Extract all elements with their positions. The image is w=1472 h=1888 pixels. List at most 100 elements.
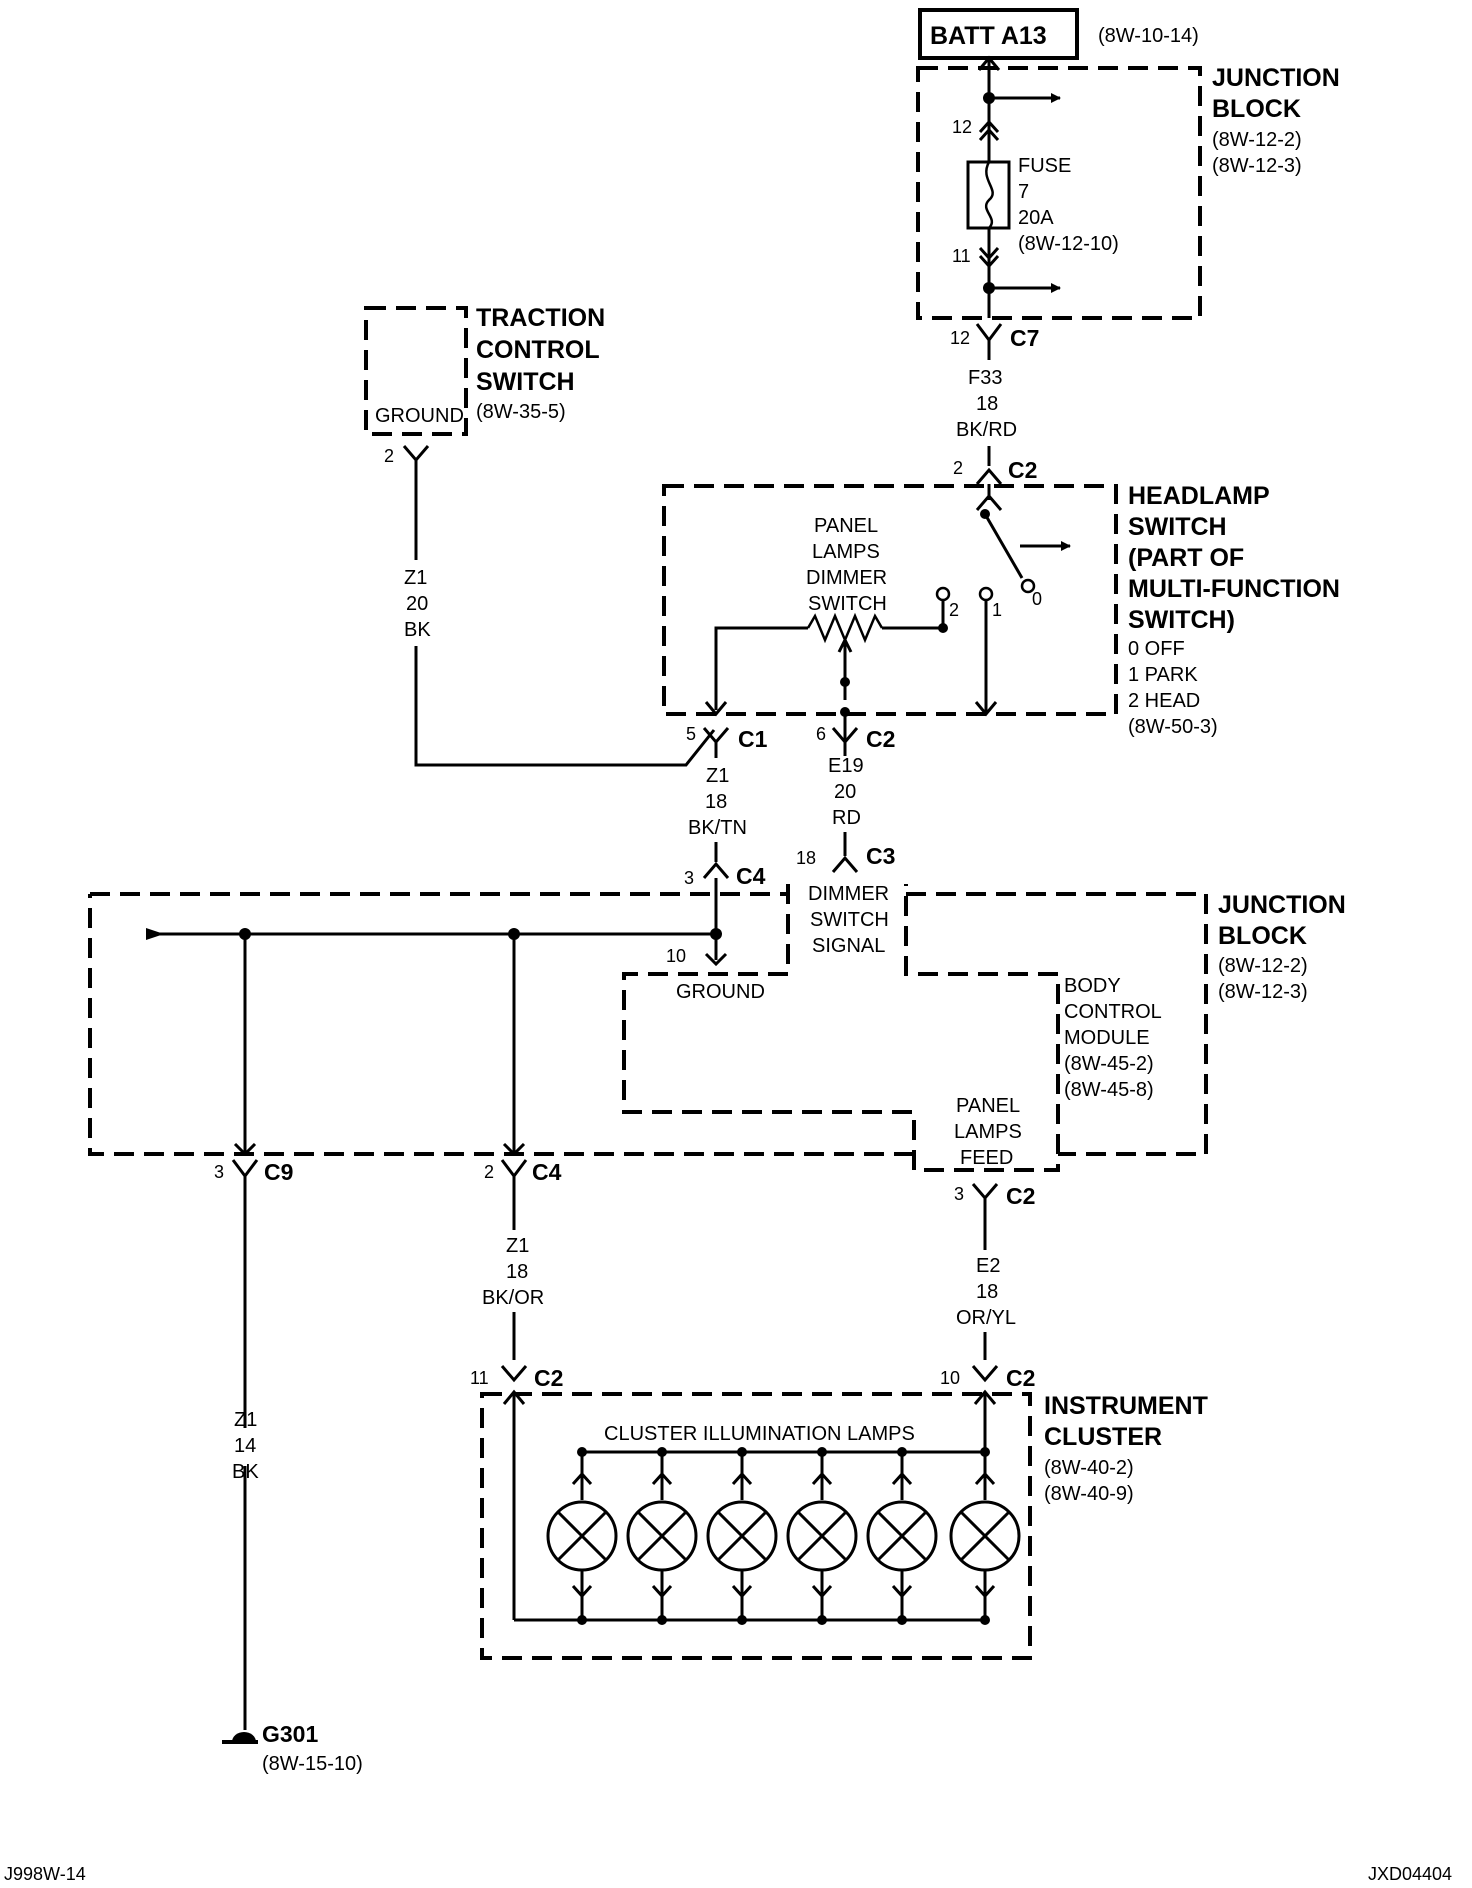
panel-lamps-feed-label: PANEL LAMPS FEED	[954, 1095, 1022, 1169]
instrument-cluster	[480, 1392, 1032, 1660]
svg-text:(8W-12-3): (8W-12-3)	[1218, 981, 1308, 1003]
wire-label-z1-18-bktn: Z1 18 BK/TN	[688, 765, 747, 839]
svg-text:TRACTION: TRACTION	[476, 304, 605, 332]
svg-text:(8W-45-2): (8W-45-2)	[1064, 1053, 1154, 1075]
svg-text:LAMPS: LAMPS	[812, 541, 880, 563]
svg-text:DIMMER: DIMMER	[808, 883, 889, 905]
svg-text:PANEL: PANEL	[814, 515, 878, 537]
svg-text:CONTROL: CONTROL	[1064, 1001, 1162, 1023]
instrument-cluster-label: INSTRUMENT CLUSTER (8W-40-2) (8W-40-9)	[1044, 1392, 1208, 1505]
svg-text:12: 12	[950, 328, 970, 348]
svg-text:SWITCH: SWITCH	[808, 593, 887, 615]
svg-text:E19: E19	[828, 755, 864, 777]
illumination-lamp	[706, 1447, 778, 1625]
svg-text:18: 18	[506, 1261, 528, 1283]
svg-text:3: 3	[214, 1162, 224, 1182]
svg-text:BK/RD: BK/RD	[956, 419, 1017, 441]
svg-text:C2: C2	[866, 726, 895, 752]
svg-text:10: 10	[940, 1368, 960, 1388]
svg-text:G301: G301	[262, 1721, 318, 1747]
svg-text:BK: BK	[232, 1461, 259, 1483]
svg-text:18: 18	[976, 1281, 998, 1303]
svg-text:BK/OR: BK/OR	[482, 1287, 544, 1309]
cluster-illumination-lamps	[546, 1447, 1021, 1625]
headlamp-switch	[662, 484, 1118, 716]
svg-text:JUNCTION: JUNCTION	[1218, 891, 1346, 919]
svg-text:C2: C2	[534, 1365, 563, 1391]
svg-text:(PART OF: (PART OF	[1128, 544, 1244, 572]
svg-text:11: 11	[470, 1368, 489, 1388]
wire-label-e2: E2 18 OR/YL	[956, 1255, 1016, 1329]
body-control-module-label: BODY CONTROL MODULE (8W-45-2) (8W-45-8)	[1064, 975, 1162, 1101]
svg-text:C9: C9	[264, 1159, 293, 1185]
svg-text:3: 3	[684, 868, 694, 888]
svg-text:2: 2	[949, 600, 959, 620]
svg-text:7: 7	[1018, 181, 1029, 203]
wire-label-z1-18-bkor: Z1 18 BK/OR	[482, 1235, 544, 1309]
svg-text:Z1: Z1	[706, 765, 729, 787]
svg-text:JUNCTION: JUNCTION	[1212, 64, 1340, 92]
svg-text:BLOCK: BLOCK	[1218, 922, 1307, 950]
headlamp-switch-label: HEADLAMP SWITCH (PART OF MULTI-FUNCTION …	[1128, 482, 1340, 738]
traction-ground-wire	[414, 646, 716, 767]
fuse-7: FUSE 7 20A (8W-12-10)	[966, 155, 1119, 255]
svg-text:(8W-35-5): (8W-35-5)	[476, 401, 566, 423]
svg-text:18: 18	[976, 393, 998, 415]
svg-text:CLUSTER: CLUSTER	[1044, 1423, 1162, 1451]
svg-text:C2: C2	[1006, 1183, 1035, 1209]
svg-text:FUSE: FUSE	[1018, 155, 1071, 177]
svg-text:Z1: Z1	[506, 1235, 529, 1257]
svg-text:DIMMER: DIMMER	[806, 567, 887, 589]
svg-text:C4: C4	[736, 863, 766, 889]
svg-text:18: 18	[796, 848, 816, 868]
traction-control-switch	[364, 306, 468, 436]
svg-text:(8W-40-2): (8W-40-2)	[1044, 1457, 1134, 1479]
svg-text:0: 0	[1032, 589, 1042, 609]
svg-text:MULTI-FUNCTION: MULTI-FUNCTION	[1128, 575, 1340, 603]
svg-text:1 PARK: 1 PARK	[1128, 664, 1198, 686]
svg-text:C4: C4	[532, 1159, 562, 1185]
panel-lamps-dimmer-switch: PANEL LAMPS DIMMER SWITCH	[806, 515, 887, 644]
svg-text:INSTRUMENT: INSTRUMENT	[1044, 1392, 1208, 1420]
svg-text:C7: C7	[1010, 325, 1039, 351]
wire-label-z1-20: Z1 20 BK	[404, 567, 431, 641]
svg-text:2: 2	[384, 446, 394, 466]
batt-a13-source: BATT A13 (8W-10-14)	[918, 8, 1199, 60]
svg-text:C1: C1	[738, 726, 768, 752]
junction-block-top-label: JUNCTION BLOCK (8W-12-2) (8W-12-3)	[1212, 64, 1340, 177]
svg-text:10: 10	[666, 946, 686, 966]
svg-text:C2: C2	[1008, 457, 1037, 483]
svg-text:SWITCH: SWITCH	[476, 368, 575, 396]
svg-text:0 OFF: 0 OFF	[1128, 638, 1185, 660]
svg-text:MODULE: MODULE	[1064, 1027, 1150, 1049]
svg-text:FEED: FEED	[960, 1147, 1013, 1169]
svg-text:(8W-12-2): (8W-12-2)	[1212, 129, 1302, 151]
svg-text:HEADLAMP: HEADLAMP	[1128, 482, 1270, 510]
svg-text:LAMPS: LAMPS	[954, 1121, 1022, 1143]
svg-text:(8W-50-3): (8W-50-3)	[1128, 716, 1218, 738]
footer-left-code: J998W-14	[4, 1864, 86, 1884]
svg-text:RD: RD	[832, 807, 861, 829]
svg-text:(8W-10-14): (8W-10-14)	[1098, 25, 1199, 47]
svg-text:3: 3	[954, 1184, 964, 1204]
svg-text:20: 20	[406, 593, 428, 615]
svg-text:C3: C3	[866, 843, 895, 869]
body-control-module	[622, 884, 1060, 1172]
illumination-lamp	[866, 1447, 938, 1625]
svg-text:2 HEAD: 2 HEAD	[1128, 690, 1200, 712]
headlamp-selector-switch: 0 1 2	[935, 509, 1071, 620]
svg-text:18: 18	[705, 791, 727, 813]
svg-text:C2: C2	[1006, 1365, 1035, 1391]
svg-text:(8W-40-9): (8W-40-9)	[1044, 1483, 1134, 1505]
cluster-lamps-label: CLUSTER ILLUMINATION LAMPS	[604, 1423, 915, 1445]
illumination-lamp	[786, 1447, 858, 1625]
svg-text:CONTROL: CONTROL	[476, 336, 600, 364]
wire-label-e19: E19 20 RD	[828, 755, 864, 829]
svg-text:2: 2	[953, 458, 963, 478]
svg-text:SWITCH): SWITCH)	[1128, 606, 1235, 634]
illumination-lamp	[626, 1447, 698, 1625]
svg-text:BATT A13: BATT A13	[930, 22, 1047, 50]
junction-block-mid	[88, 892, 1208, 1156]
svg-text:BLOCK: BLOCK	[1212, 95, 1301, 123]
svg-text:SWITCH: SWITCH	[1128, 513, 1227, 541]
